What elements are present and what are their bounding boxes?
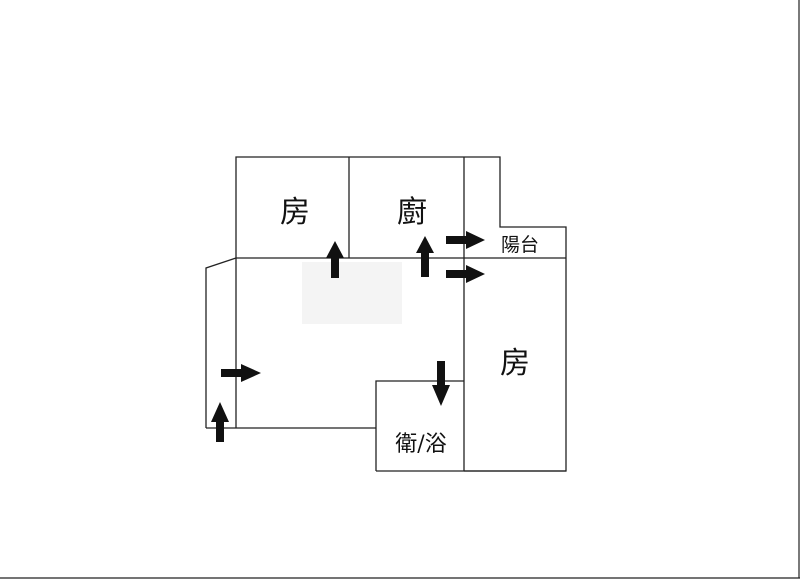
arrow-right-icon xyxy=(446,265,485,283)
room-label-bedroom-top: 房 xyxy=(280,195,310,230)
arrow-down-icon xyxy=(432,361,450,406)
arrow-up-icon xyxy=(211,402,229,442)
wall-left-angled xyxy=(205,257,237,428)
room-label-balcony: 陽台 xyxy=(501,234,539,256)
arrow-right-icon xyxy=(446,231,485,249)
room-label-kitchen: 廚 xyxy=(397,195,427,230)
wall-bathroom xyxy=(375,380,464,471)
arrow-right-icon xyxy=(221,364,261,382)
watermark-block xyxy=(302,262,402,324)
room-label-bedroom-right: 房 xyxy=(500,346,530,381)
arrow-up-icon xyxy=(416,236,434,277)
room-label-bathroom: 衛/浴 xyxy=(395,432,446,457)
arrow-up-icon xyxy=(326,241,344,278)
walls xyxy=(205,156,567,472)
